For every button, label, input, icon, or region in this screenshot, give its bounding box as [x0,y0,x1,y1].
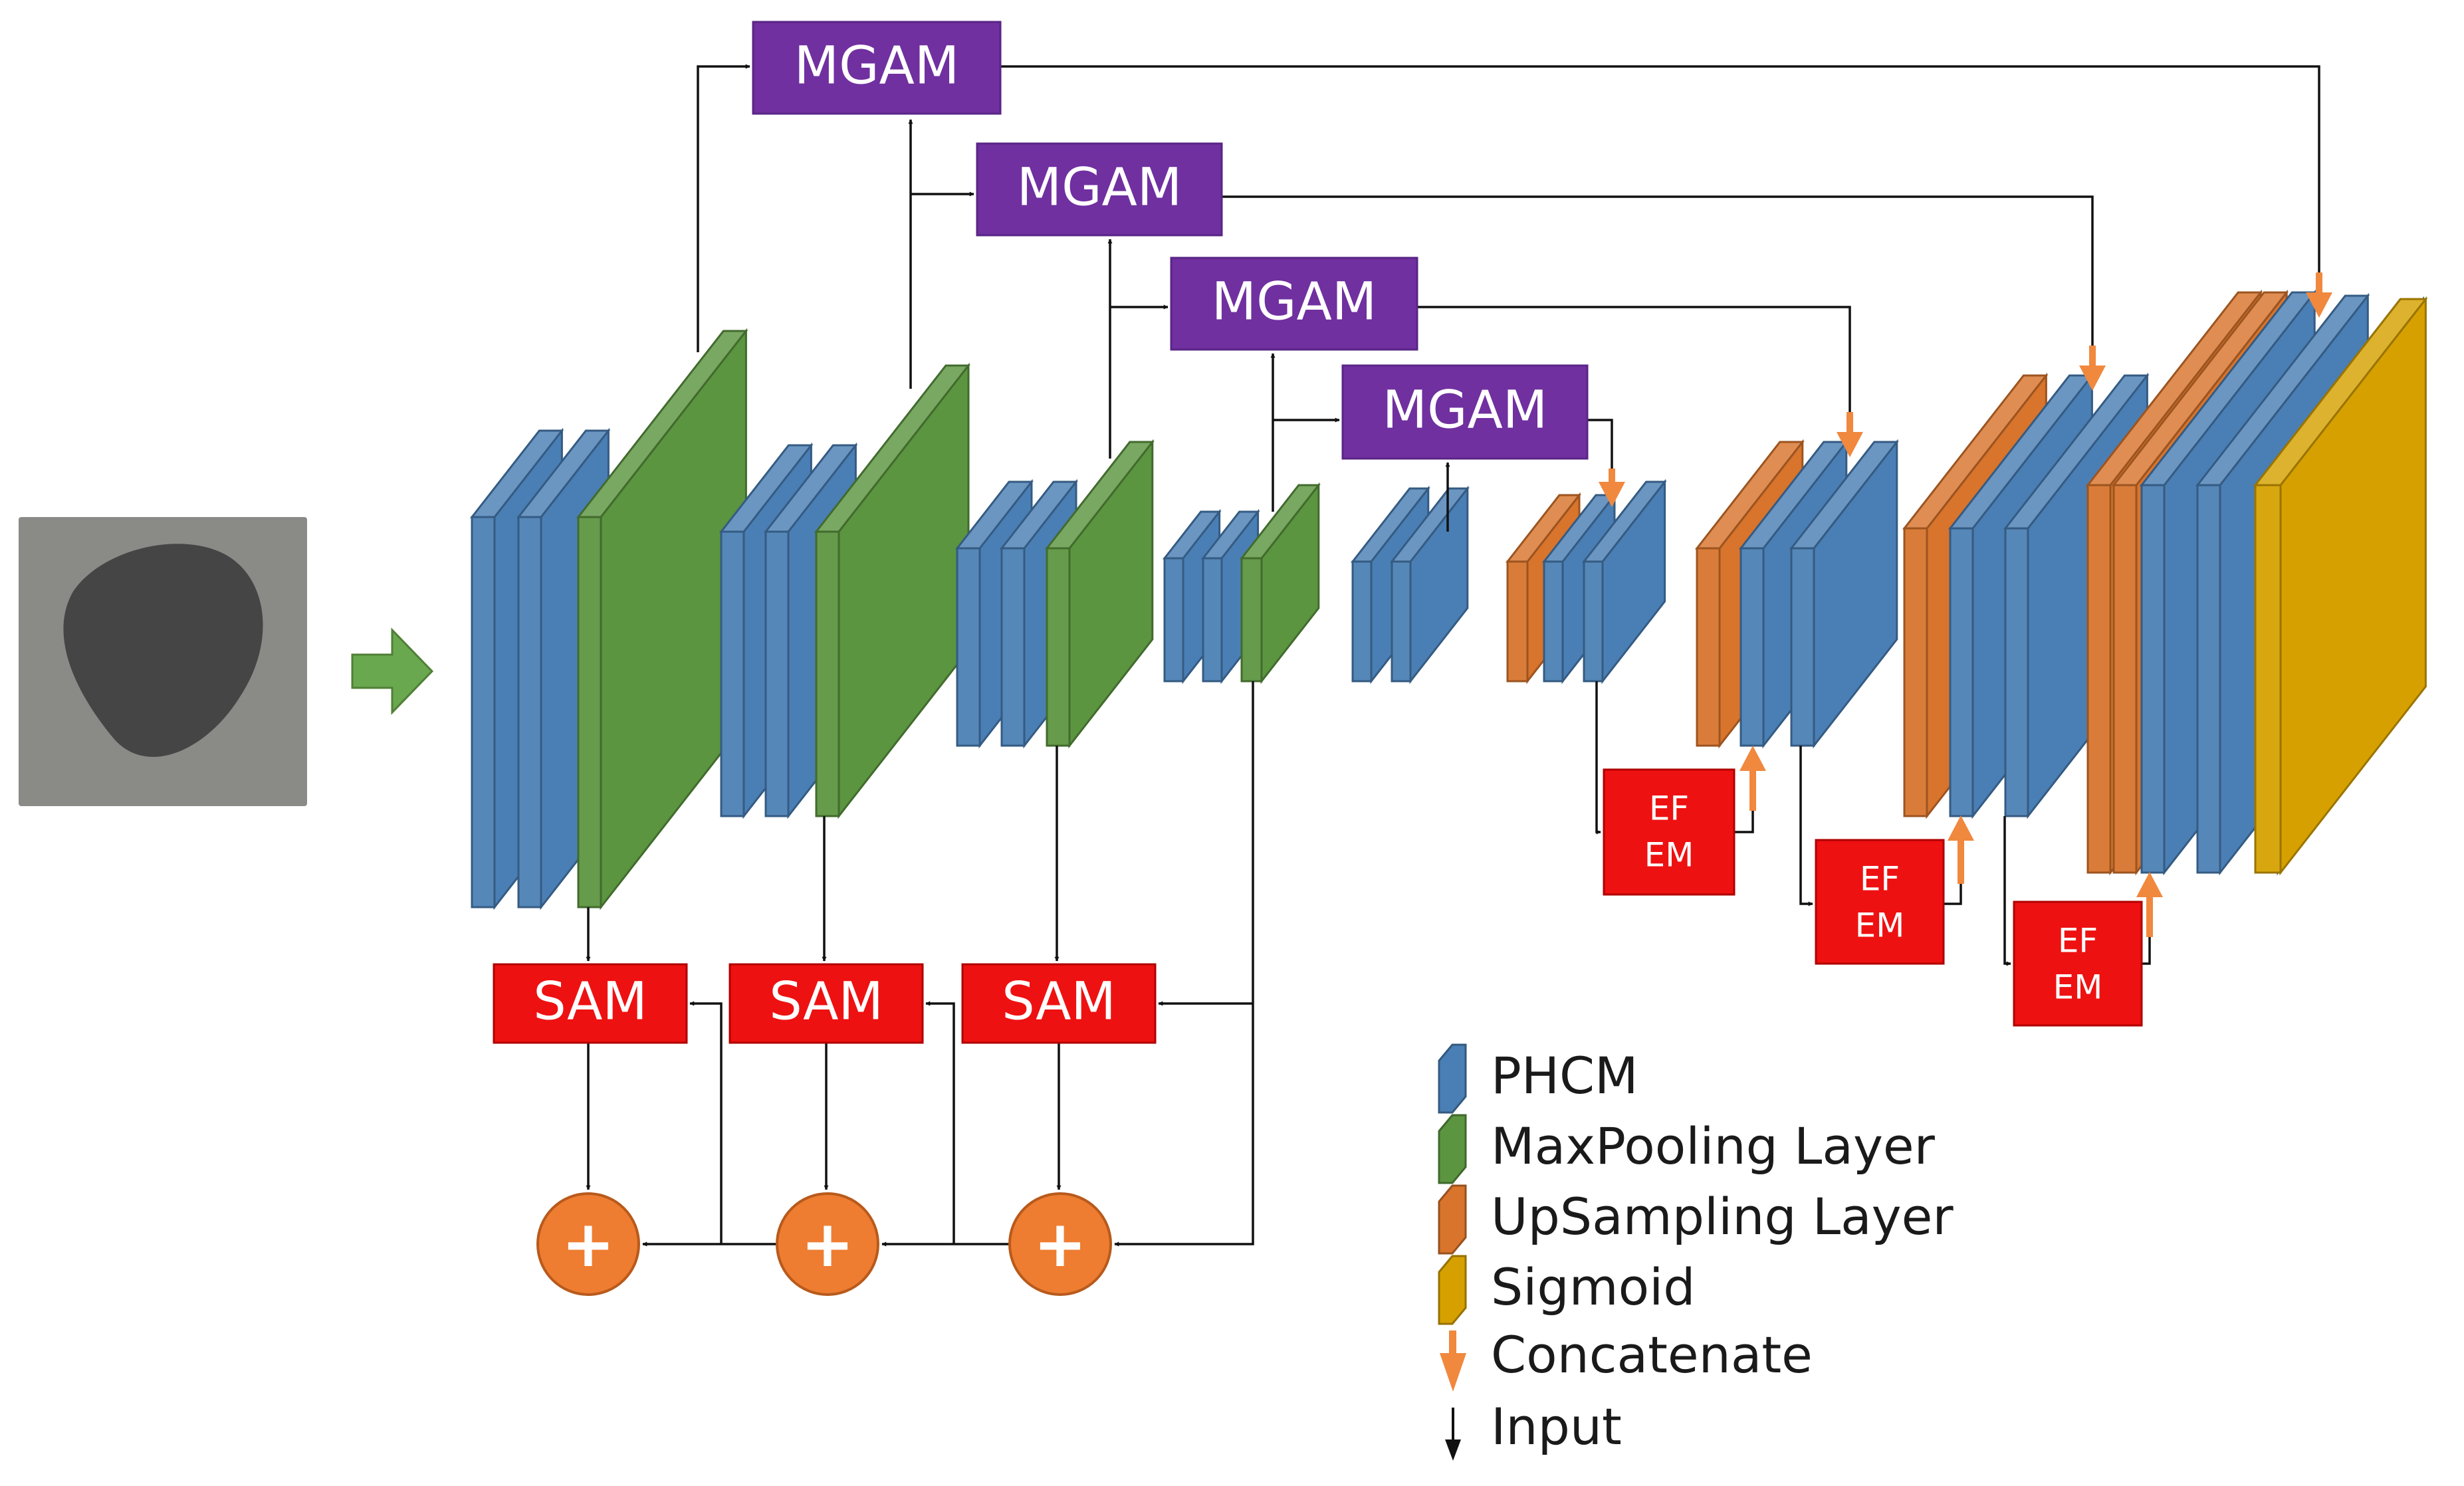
efem-3-out [2142,937,2151,965]
legend-label: Concatenate [1491,1325,1813,1384]
connection-lines [586,64,2332,1247]
mgam-module-3: MGAM [1170,257,1418,351]
sam-module-1: SAM [493,963,688,1044]
layer-block-maxpool [576,328,748,910]
sam-label: SAM [769,972,883,1031]
skip-to-mgam-1 [697,64,750,352]
plus-symbol: + [562,1207,615,1281]
legend-label: Sigmoid [1491,1257,1696,1317]
legend-label: MaxPooling Layer [1491,1116,1936,1176]
plus-symbol: + [1034,1207,1087,1281]
sam-label: SAM [533,972,647,1031]
to-efem-2 [1799,746,1813,906]
legend-item-input: Input [1445,1397,1622,1461]
add-node-1: + [536,1192,640,1296]
concat-up-1 [1739,746,1766,811]
layer-block-phcm [1581,478,1667,685]
legend-item-upsampling: UpSampling Layer [1438,1184,1954,1255]
efem-module-1: EF EM [1603,768,1736,896]
layer-block-phcm [1789,439,1899,749]
sam-module-3: SAM [961,963,1157,1044]
mgam-module-1: MGAM [752,21,1002,115]
legend-label: PHCM [1491,1046,1638,1105]
mgam-module-4: MGAM [1341,364,1589,460]
mgam-1-to-decoder [1000,65,2320,272]
concat-up-3 [2136,872,2163,937]
input-image [19,517,307,806]
mgam-2-to-decoder [1222,195,2094,346]
mgam-label: MGAM [1017,158,1182,217]
add-node-2: + [776,1192,879,1296]
legend-item-concatenate: Concatenate [1440,1325,1813,1392]
concat-arrow-4 [1599,469,1625,507]
efem-label-line1: EF [1860,860,1900,899]
efem-label-line2: EM [2053,968,2103,1007]
to-efem-1 [1595,681,1601,835]
bottleneck-to-add-3 [1114,681,1254,1247]
layer-block-maxpool [814,362,971,819]
layer-block-maxpool [1239,482,1321,685]
sam-module-2: SAM [728,963,924,1044]
mgam-3-to-decoder [1417,306,1851,412]
add-3-to-sam-2 [925,1001,955,1244]
mgam-label: MGAM [794,36,959,96]
mgam-label: MGAM [1212,272,1377,332]
input-flow-arrow [351,627,434,715]
concat-arrow-2 [2079,346,2106,391]
layer-block-sigmoid [2253,296,2428,876]
feature-map-blocks [469,289,2428,910]
efem-module-3: EF EM [2013,901,2143,1027]
concat-arrow-3 [1837,412,1863,457]
layer-block-maxpool [1044,439,1155,749]
efem-2-out [1944,884,1962,905]
efem-label-line2: EM [1855,906,1905,945]
concat-up-2 [1948,815,1974,884]
efem-1-out [1734,811,1754,833]
mgam-4-to-decoder [1587,419,1613,469]
efem-label-line2: EM [1644,836,1694,875]
efem-module-2: EF EM [1815,839,1945,965]
legend-item-phcm: PHCM [1438,1043,1638,1114]
concat-arrow-1 [2306,272,2332,318]
to-efem-3 [2003,816,2011,966]
add-node-3: + [1008,1192,1112,1296]
legend-item-maxpooling: MaxPooling Layer [1438,1114,1936,1184]
sam-label: SAM [1002,972,1116,1031]
legend: PHCM MaxPooling Layer UpSampling Layer S… [1438,1043,1954,1461]
plus-symbol: + [801,1207,854,1281]
legend-item-sigmoid: Sigmoid [1438,1255,1696,1325]
mgam-label: MGAM [1383,380,1547,440]
efem-label-line1: EF [1649,790,1689,828]
legend-label: UpSampling Layer [1491,1187,1954,1246]
legend-label: Input [1491,1397,1622,1456]
efem-label-line1: EF [2058,922,2098,960]
add-2-to-sam-1 [689,1001,723,1244]
mgam-module-2: MGAM [976,142,1223,237]
